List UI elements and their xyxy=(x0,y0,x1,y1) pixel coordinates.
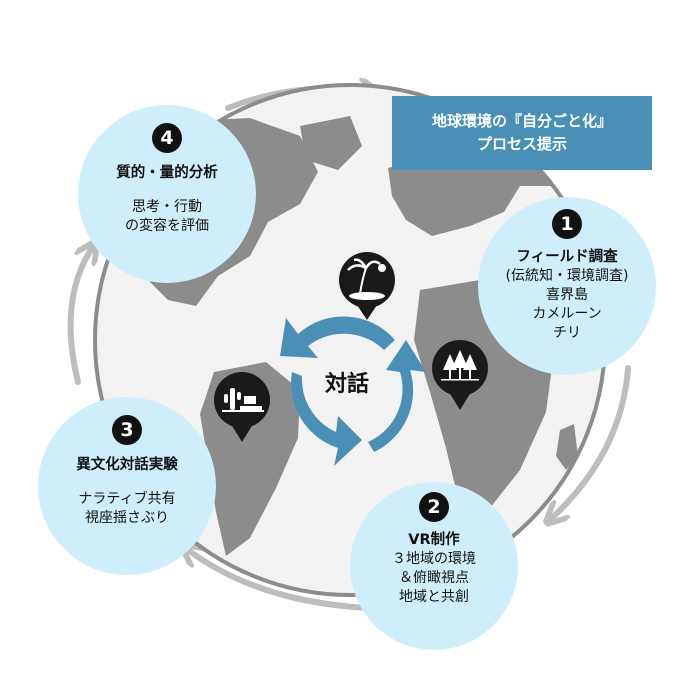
pin-island xyxy=(339,252,395,320)
step-line: ＆俯瞰視点 xyxy=(399,570,469,586)
pin-desert xyxy=(214,372,270,442)
step-line: チリ xyxy=(553,325,581,341)
step-3-intercultural-dialogue: 3 異文化対話実験 ナラティブ共有 視座揺さぶり xyxy=(38,397,216,575)
step-number-badge: 1 xyxy=(552,209,582,239)
step-1-field-survey: 1 フィールド調査 (伝統知・環境調査) 喜界島 カメルーン チリ xyxy=(478,197,656,375)
step-number-badge: 2 xyxy=(419,492,449,522)
step-line: ３地域の環境 xyxy=(392,551,476,567)
step-line: 視座揺さぶり xyxy=(85,510,169,526)
pin-forest xyxy=(432,340,488,410)
step-line: ナラティブ共有 xyxy=(78,491,176,507)
step-title: フィールド調査 xyxy=(516,249,618,265)
process-title-line2: プロセス提示 xyxy=(476,135,567,153)
step-2-vr-production: 2 VR制作 ３地域の環境 ＆俯瞰視点 地域と共創 xyxy=(350,482,518,650)
step-title: 質的・量的分析 xyxy=(116,165,218,181)
land-europe xyxy=(388,152,520,236)
step-number-badge: 3 xyxy=(112,415,142,445)
dialogue-cycle-arrows xyxy=(280,316,426,466)
step-line: 思考・行動 xyxy=(132,199,202,215)
step-line: カメルーン xyxy=(532,306,602,322)
outer-arrow-left xyxy=(67,248,92,385)
outer-arrow-right xyxy=(552,365,631,518)
step-line: (伝統知・環境調査) xyxy=(505,268,629,284)
step-number-badge: 4 xyxy=(152,123,182,153)
process-title-line1: 地球環境の『自分ごと化』 xyxy=(431,112,612,130)
process-title-box: 地球環境の『自分ごと化』 プロセス提示 xyxy=(392,96,652,170)
step-line: の変容を評価 xyxy=(125,218,209,234)
step-title: 異文化対話実験 xyxy=(76,457,178,473)
step-line: 地域と共創 xyxy=(399,589,469,605)
cycle-arrow-top xyxy=(280,316,395,358)
forest-trees-icon xyxy=(441,350,479,381)
outer-arrow-bottom xyxy=(188,550,371,611)
step-4-analysis: 4 質的・量的分析 思考・行動 の変容を評価 xyxy=(78,105,256,283)
cycle-arrow-right xyxy=(368,340,426,452)
land-madagascar xyxy=(556,424,578,470)
step-line: 喜界島 xyxy=(546,287,588,303)
step-title: VR制作 xyxy=(408,532,460,548)
dialogue-center-label: 対話 xyxy=(324,372,369,397)
palm-island-icon xyxy=(347,258,386,300)
cycle-arrow-left xyxy=(291,372,362,466)
land-greenland xyxy=(300,116,362,170)
desert-cactus-icon xyxy=(222,388,264,412)
